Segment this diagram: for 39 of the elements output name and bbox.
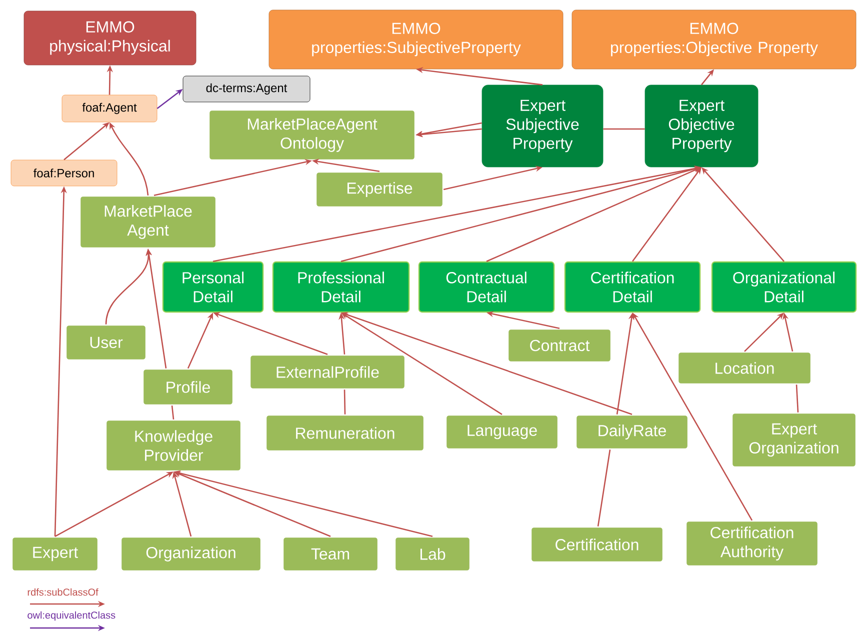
class-box: Language <box>445 414 559 450</box>
class-box: MarketPlace Agent <box>79 195 217 249</box>
class-box: Expert Organization <box>731 412 857 468</box>
class-box: dc-terms:Agent <box>182 76 310 102</box>
class-box: Knowledge Provider <box>105 419 242 472</box>
class-box: Expert Objective Property <box>644 84 758 168</box>
class-box: MarketPlaceAgent Ontology <box>208 109 416 161</box>
class-box: DailyRate <box>575 414 689 450</box>
class-box: User <box>65 324 147 361</box>
class-box: foaf:Agent <box>62 94 158 122</box>
class-box: Expert Subjective Property <box>482 84 604 168</box>
class-box: Organization <box>120 536 262 572</box>
class-box: Expertise <box>315 171 444 208</box>
class-box: Certification <box>530 526 664 563</box>
class-box: Certification Detail <box>564 261 701 313</box>
class-box: Organizational Detail <box>711 261 857 313</box>
class-box: ExternalProfile <box>249 354 406 390</box>
class-box: Contractual Detail <box>418 261 555 313</box>
class-box: Expert <box>11 536 99 572</box>
class-box: foaf:Person <box>10 160 118 186</box>
legend-label: owl:equivalentClass <box>28 611 116 621</box>
class-box: Team <box>282 536 379 572</box>
class-box: Lab <box>394 536 471 572</box>
class-box: Professional Detail <box>272 261 410 313</box>
connector-line <box>796 384 799 412</box>
class-box: EMMO physical:Physical <box>24 10 196 66</box>
class-box: Remuneration <box>265 414 425 452</box>
connector-line <box>603 128 645 130</box>
class-box: Personal Detail <box>162 261 264 313</box>
class-box: Profile <box>142 368 234 406</box>
legend-label: rdfs:subClassOf <box>28 588 98 596</box>
connector-line <box>344 390 346 414</box>
class-box: Certification Authority <box>685 520 819 567</box>
connector-line <box>597 450 611 526</box>
class-box: Location <box>677 351 812 385</box>
class-box: EMMO properties:SubjectiveProperty <box>268 10 564 70</box>
class-box: EMMO properties:Objective Property <box>572 10 856 70</box>
class-box: Contract <box>507 328 612 363</box>
connector-line <box>171 406 174 420</box>
